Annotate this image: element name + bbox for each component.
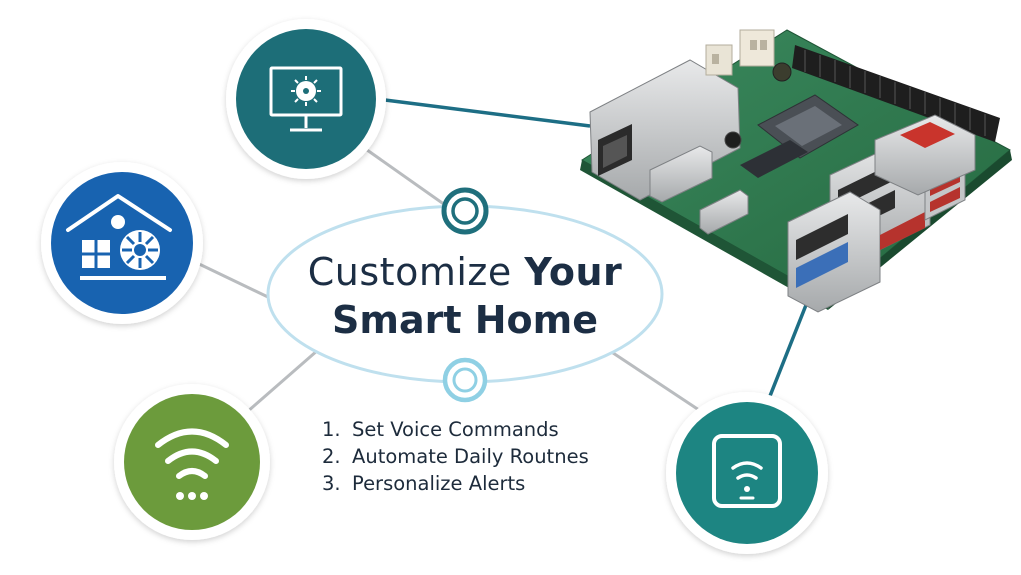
wifi-icon	[155, 428, 229, 500]
connector-board-top	[384, 98, 591, 128]
connector-board-bottom	[768, 299, 810, 397]
single-board-computer-image	[580, 29, 1012, 313]
wifi-tablet-icon	[712, 434, 782, 508]
node-monitor	[226, 19, 386, 179]
list-item: 2.Automate Daily Routnes	[322, 445, 589, 468]
node-tablet	[666, 392, 828, 554]
connector-home	[194, 260, 271, 300]
steps-list: 1.Set Voice Commands 2.Automate Daily Ro…	[322, 416, 589, 497]
title-line-1: Customize Your	[270, 250, 660, 294]
connector-monitor	[359, 143, 456, 214]
title-line-2: Smart Home	[331, 298, 599, 342]
connector-tablet	[603, 345, 703, 414]
connector-wifi	[246, 348, 319, 414]
oval-bottom-dot	[442, 357, 488, 403]
list-item: 3.Personalize Alerts	[322, 472, 526, 495]
title-bold-text: Your	[524, 250, 623, 294]
node-home	[41, 162, 203, 324]
connector-lines	[194, 98, 810, 414]
monitor-virus-icon	[269, 66, 343, 132]
node-wifi	[114, 384, 270, 540]
list-item: 1.Set Voice Commands	[322, 418, 559, 441]
smart-home-icon	[66, 194, 172, 280]
oval-top-dot	[441, 187, 489, 235]
title-light-text: Customize	[307, 250, 512, 294]
